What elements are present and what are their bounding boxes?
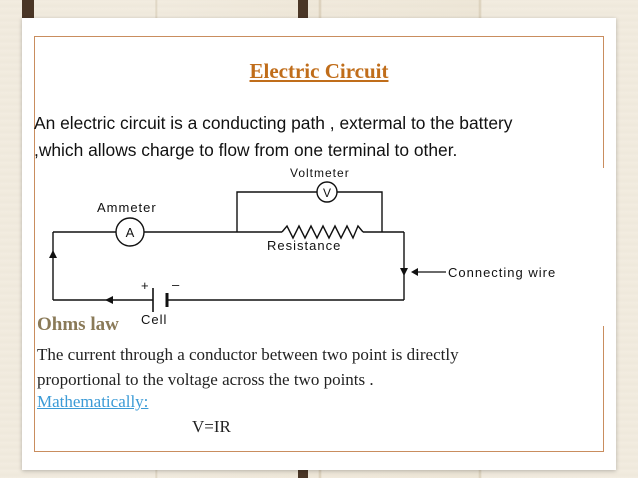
ammeter-symbol: A [126, 225, 135, 240]
resistance-label: Resistance [267, 238, 341, 253]
intro-paragraph: An electric circuit is a conducting path… [34, 110, 604, 164]
arrow-left-up [49, 250, 57, 258]
circuit-svg: A Ammeter V Voltmeter Resistance Connect… [49, 166, 556, 327]
cell-plus: + [141, 278, 149, 293]
wire-voltmeter-left [236, 191, 317, 232]
mathematically-link[interactable]: Mathematically: [37, 392, 149, 411]
ammeter-circle [115, 217, 145, 247]
voltmeter-symbol: V [323, 186, 331, 200]
ohms-paragraph: The current through a conductor between … [37, 342, 597, 392]
intro-line-2: ,which allows charge to flow from one te… [34, 140, 458, 160]
voltmeter-label: Voltmeter [290, 168, 350, 180]
ohms-line-1: The current through a conductor between … [37, 345, 459, 364]
resistor-zigzag [281, 224, 364, 240]
voltmeter-circle [316, 181, 338, 203]
intro-line-1: An electric circuit is a conducting path… [34, 113, 513, 133]
section-title-ohms: Ohms law [37, 314, 119, 335]
arrow-right-down [400, 268, 408, 276]
wire-voltmeter-right [337, 191, 383, 232]
cell-minus: – [172, 277, 180, 292]
cell-label: Cell [141, 312, 167, 326]
wire-label: Connecting wire [448, 265, 556, 280]
circuit-diagram: A Ammeter V Voltmeter Resistance Connect… [41, 166, 616, 327]
ohms-equation: V=IR [192, 417, 231, 436]
slide-title: Electric Circuit [249, 59, 389, 83]
ammeter-label: Ammeter [97, 200, 157, 215]
ohms-line-2: proportional to the voltage across the t… [37, 370, 374, 389]
arrow-bottom-left [105, 296, 113, 304]
slide-card: Electric Circuit An electric circuit is … [22, 18, 616, 470]
wire-pointer-head [411, 268, 418, 276]
pin-top-left [22, 0, 34, 20]
